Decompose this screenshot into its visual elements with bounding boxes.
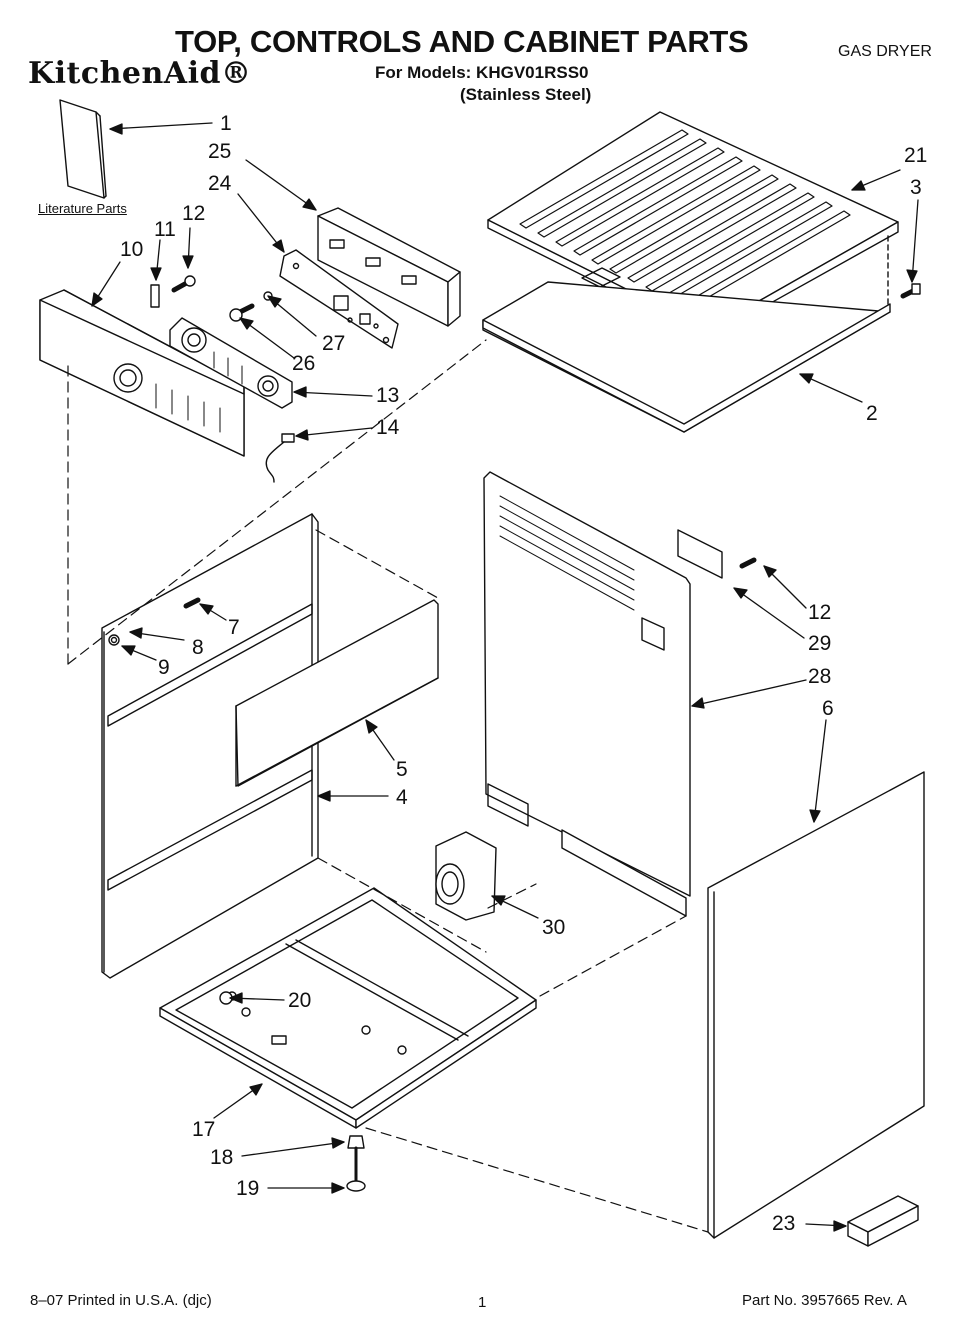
blower-housing: [435, 831, 497, 921]
callout-21: 21: [904, 144, 928, 167]
callout-17: 17: [192, 1118, 216, 1141]
control-board: [279, 249, 399, 349]
model-number: For Models: KHGV01RSS0: [375, 63, 589, 82]
leveling-leg: [219, 991, 366, 1192]
control-screws: [150, 275, 273, 322]
screw-3: [900, 283, 921, 299]
callout-23: 23: [772, 1212, 796, 1235]
wire-harness: [265, 433, 295, 483]
callout-29: 29: [808, 632, 832, 655]
console-panel: [39, 289, 245, 457]
shipping-block: [847, 1195, 919, 1247]
callout-12-top: 12: [182, 202, 206, 225]
callout-8: 8: [192, 636, 204, 659]
callout-14: 14: [376, 416, 400, 439]
callout-6: 6: [822, 697, 834, 720]
callout-3: 3: [910, 176, 922, 199]
callout-10: 10: [120, 238, 144, 261]
appliance-type: GAS DRYER: [838, 43, 932, 60]
callout-11: 11: [154, 218, 176, 241]
part-number: Part No. 3957665 Rev. A: [742, 1292, 907, 1309]
callout-25: 25: [208, 140, 232, 163]
literature-parts-label: Literature Parts: [38, 201, 127, 216]
control-bracket: [317, 207, 461, 327]
side-panel: [707, 771, 925, 1239]
callout-27: 27: [322, 332, 346, 355]
literature-booklet: [59, 99, 107, 199]
leader-arrows: [91, 122, 919, 1232]
callout-28: 28: [808, 665, 832, 688]
brand-logo: KitchenAid®: [28, 56, 252, 91]
callout-30: 30: [542, 916, 566, 939]
print-info: 8–07 Printed in U.S.A. (djc): [30, 1292, 212, 1309]
callout-7: 7: [228, 616, 240, 639]
page-title: TOP, CONTROLS AND CABINET PARTS: [175, 24, 749, 59]
page-number: 1: [478, 1294, 487, 1311]
cover-plate: [677, 529, 757, 579]
callout-20: 20: [288, 989, 312, 1012]
base-frame: [159, 887, 537, 1129]
top-insulation-pad: [482, 281, 891, 433]
callout-24: 24: [208, 172, 232, 195]
callout-26: 26: [292, 352, 316, 375]
callout-2: 2: [866, 402, 878, 425]
rear-panel: [483, 471, 691, 917]
user-interface: [169, 317, 293, 409]
callout-5: 5: [396, 758, 408, 781]
callout-13: 13: [376, 384, 400, 407]
model-finish: (Stainless Steel): [460, 85, 592, 104]
door-trim: [235, 599, 439, 787]
assembly-lines: [67, 339, 709, 1233]
callout-19: 19: [236, 1177, 260, 1200]
callout-4: 4: [396, 786, 408, 809]
callout-1: 1: [220, 112, 232, 135]
callout-12-rear: 12: [808, 601, 832, 624]
callout-9: 9: [158, 656, 170, 679]
callout-18: 18: [210, 1146, 234, 1169]
